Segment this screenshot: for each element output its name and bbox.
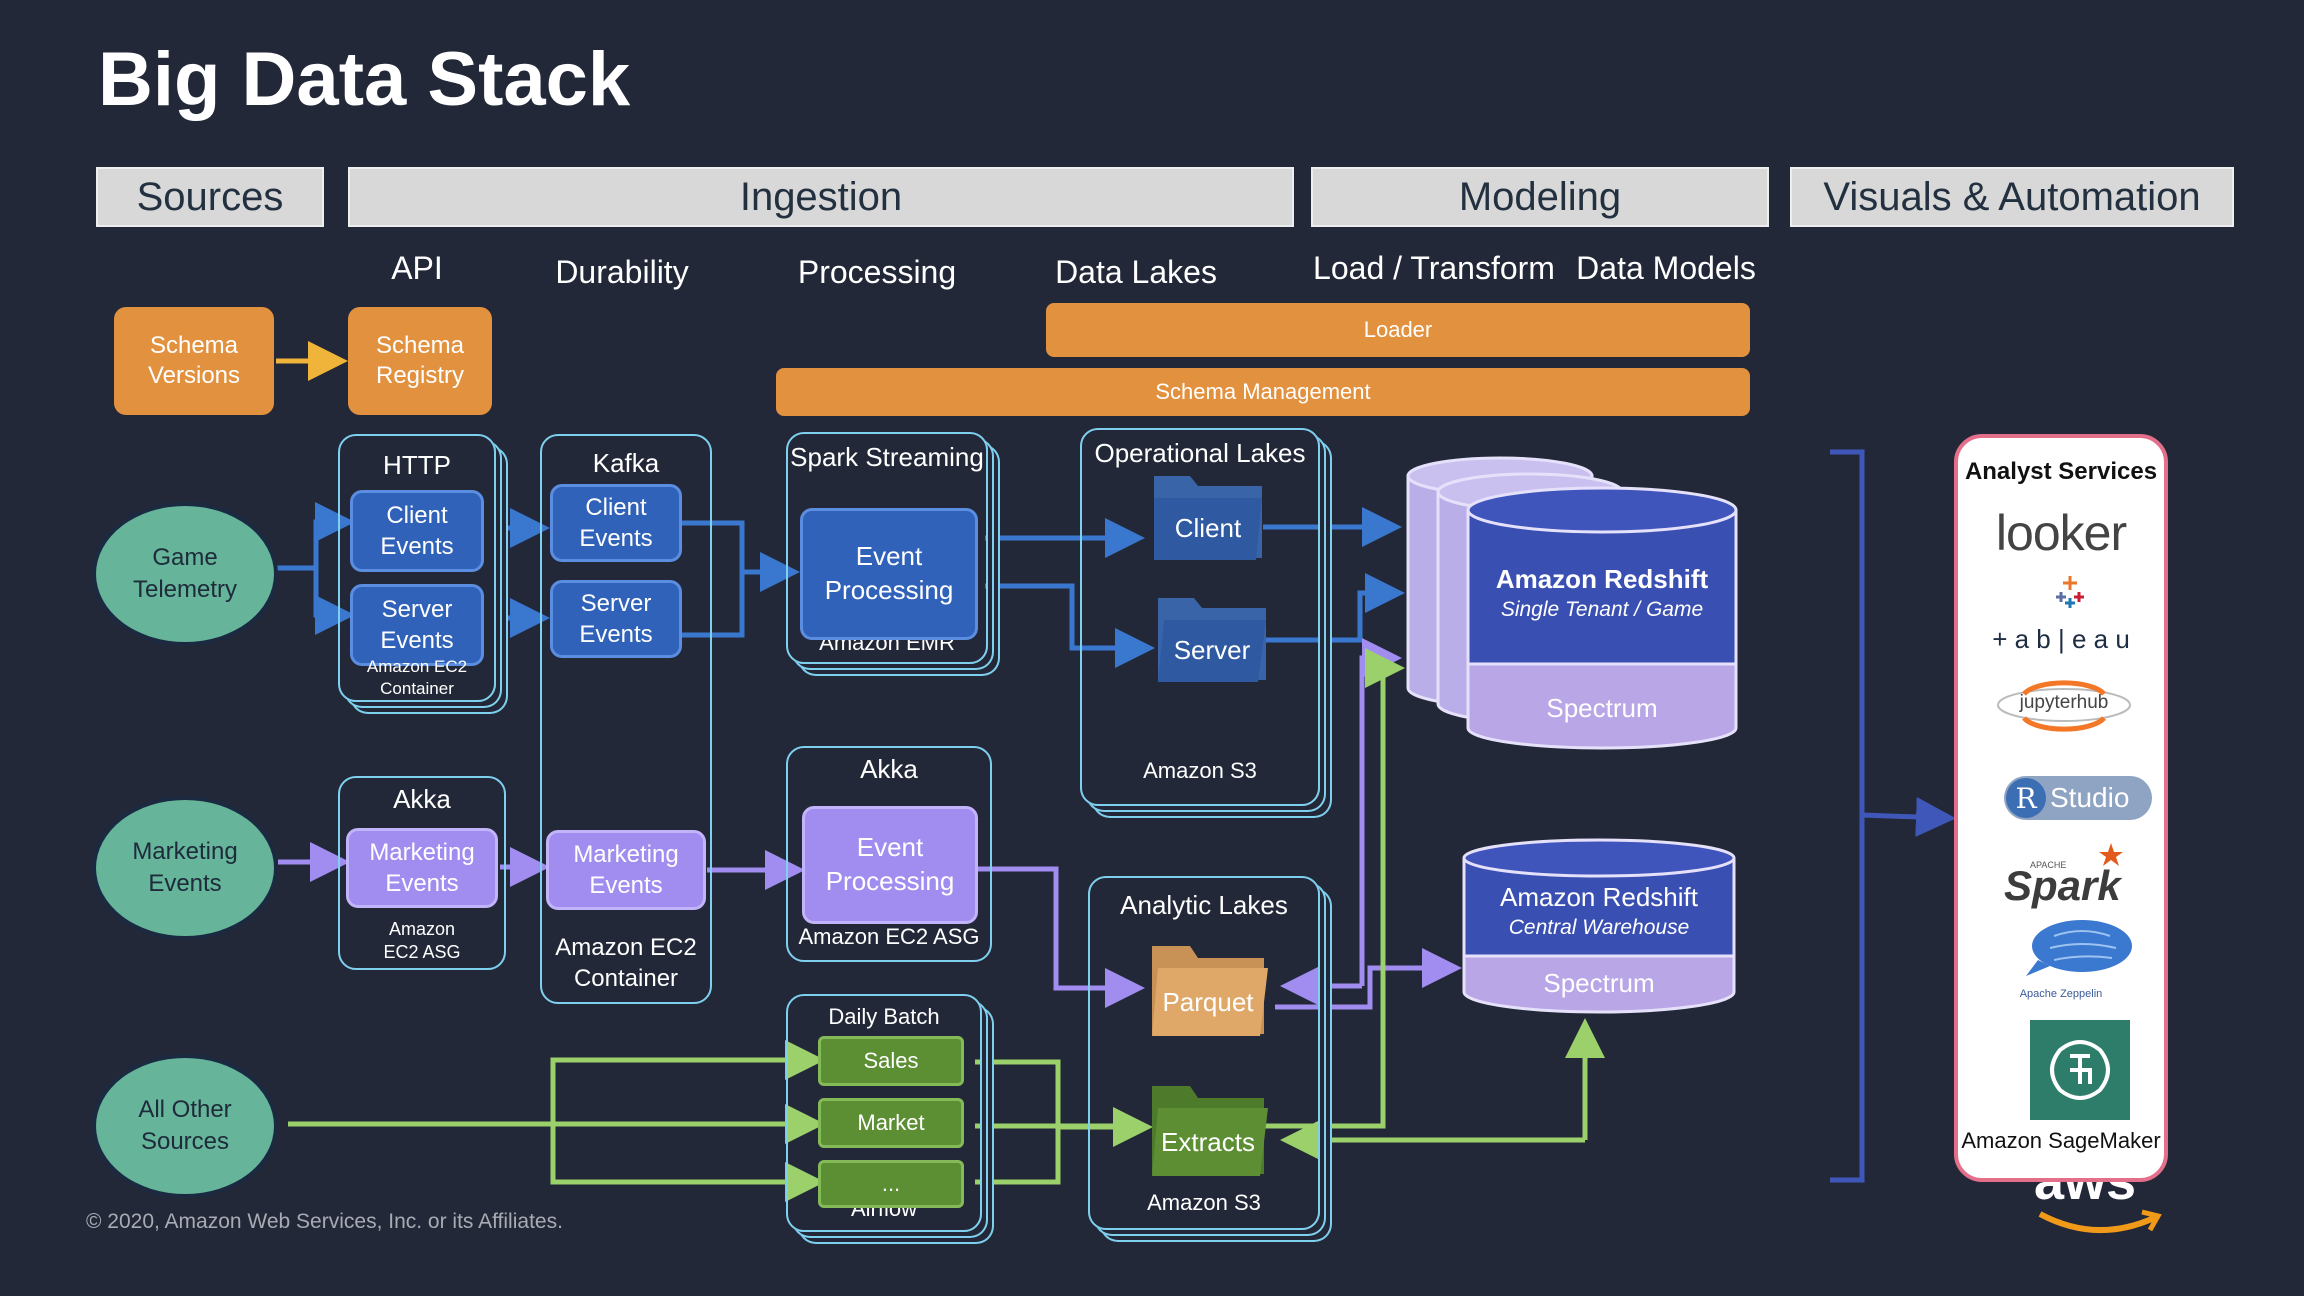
subheader-api: API — [391, 250, 443, 286]
header-ingestion: Ingestion — [348, 167, 1294, 227]
spark-to-server-wire — [985, 583, 1155, 668]
redshift-central-spectrum: Spectrum — [1543, 968, 1655, 998]
schema-management-bar: Schema Management — [776, 368, 1750, 416]
parquet-redshift-wire — [1359, 638, 1402, 986]
server-to-redshift-wire — [1266, 573, 1405, 643]
server-folder-icon: Server — [1154, 592, 1270, 686]
redshift-game-cylinder — [1406, 456, 1738, 750]
subheader-load-transform: Load / Transform — [1313, 250, 1555, 286]
http-container: HTTP — [338, 434, 496, 702]
akka-processing-footer: Amazon EC2 ASG — [798, 924, 980, 949]
parquet-folder-label: Parquet — [1162, 986, 1254, 1017]
redshift-central-title: Amazon Redshift — [1500, 882, 1698, 912]
game-to-http-wire — [275, 502, 355, 571]
redshift-game-title: Amazon Redshift — [1495, 564, 1709, 594]
redshift-game-subtitle: Single Tenant / Game — [1500, 598, 1704, 621]
client-folder-icon: Client — [1150, 470, 1262, 564]
sagemaker-icon — [2030, 1020, 2130, 1120]
operational-lakes-title: Operational Lakes — [1094, 438, 1306, 468]
kafka-marketing-events: Marketing Events — [546, 830, 706, 910]
akka-api-title: Akka — [393, 784, 451, 814]
extracts-folder-icon: Extracts — [1146, 1080, 1270, 1180]
daily-batch-title: Daily Batch — [828, 1004, 940, 1029]
analyst-services-title: Analyst Services — [1964, 458, 2158, 485]
header-sources: Sources — [96, 167, 324, 227]
client-folder-label: Client — [1174, 512, 1242, 543]
rstudio-r-icon: R — [2006, 778, 2046, 818]
akka-event-processing: Event Processing — [802, 806, 978, 924]
spark-event-processing: Event Processing — [800, 508, 978, 640]
sagemaker-label: Amazon SageMaker — [1961, 1128, 2161, 1153]
source-all-other: All Other Sources — [92, 1054, 278, 1198]
spark-star-icon — [2098, 842, 2124, 868]
subheader-durability: Durability — [555, 254, 689, 290]
spark-logo: Spark — [2004, 862, 2121, 909]
source-game-telemetry: Game Telemetry — [92, 502, 278, 646]
parquet-folder-icon: Parquet — [1146, 940, 1270, 1040]
redshift-game-spectrum: Spectrum — [1546, 693, 1658, 723]
jupyterhub-label: jupyterhub — [2019, 692, 2109, 713]
batch-ellipsis: ... — [818, 1160, 964, 1208]
subheader-data-lakes: Data Lakes — [1055, 254, 1217, 290]
kafka-container: Kafka Amazon EC2 Container — [540, 434, 712, 1004]
akka-api-container: Akka — [338, 776, 506, 970]
aws-smile-icon — [2038, 1209, 2162, 1233]
schema-registry-box: Schema Registry — [348, 307, 492, 415]
analytic-lakes-container: Analytic Lakes Amazon S3 — [1088, 876, 1320, 1230]
kafka-footer: Amazon EC2 Container — [555, 933, 697, 992]
models-bracket — [1830, 449, 1865, 1183]
zeppelin-icon — [2024, 916, 2136, 984]
loader-bar: Loader — [1046, 303, 1750, 357]
http-client-events: Client Events — [350, 490, 484, 572]
operational-lakes-footer: Amazon S3 — [1143, 758, 1257, 783]
zeppelin-label: Apache Zeppelin — [2019, 988, 2103, 1000]
tableau-icon — [2056, 574, 2084, 608]
kafka-client-events: Client Events — [550, 484, 682, 562]
subheader-data-models: Data Models — [1576, 250, 1756, 286]
analytic-lakes-title: Analytic Lakes — [1120, 890, 1288, 920]
http-footer: Amazon EC2 Container — [366, 657, 468, 699]
akka-marketing-events: Marketing Events — [346, 828, 498, 908]
jupyterhub-logo: jupyterhub — [1994, 674, 2134, 736]
http-server-events: Server Events — [350, 584, 484, 666]
page-title: Big Data Stack — [98, 37, 631, 122]
rstudio-label: Studio — [2050, 782, 2130, 813]
kafka-title: Kafka — [592, 448, 660, 478]
batch-sales: Sales — [818, 1036, 964, 1086]
kafka-server-events: Server Events — [550, 580, 682, 658]
batch-market: Market — [818, 1098, 964, 1148]
akka-processing-title: Akka — [860, 754, 918, 784]
kafka-to-spark-wire — [682, 520, 800, 592]
akka-to-parquet-wire — [978, 866, 1145, 1008]
subheader-processing: Processing — [797, 254, 957, 290]
looker-logo: looker — [1995, 505, 2127, 561]
source-marketing-events: Marketing Events — [92, 796, 278, 940]
analytic-lakes-footer: Amazon S3 — [1147, 1190, 1261, 1215]
spark-apache-label: APACHE — [2030, 860, 2067, 870]
tableau-logo: + a b | e a u — [1992, 624, 2130, 654]
extracts-redshift-wire — [1262, 648, 1405, 1129]
header-modeling: Modeling — [1311, 167, 1769, 227]
parquet-central-wire — [1275, 948, 1462, 1010]
redshift-central-cylinder — [1462, 838, 1736, 1014]
extracts-folder-label: Extracts — [1161, 1126, 1255, 1157]
akka-processing-container: Akka Amazon EC2 ASG — [786, 746, 992, 962]
http-title: HTTP — [383, 450, 451, 480]
spark-title: Spark Streaming — [790, 442, 984, 472]
server-folder-label: Server — [1173, 634, 1251, 665]
rstudio-logo: R Studio — [2004, 776, 2152, 820]
schema-versions-box: Schema Versions — [114, 307, 274, 415]
header-visuals: Visuals & Automation — [1790, 167, 2234, 227]
redshift-central-subtitle: Central Warehouse — [1508, 916, 1690, 939]
operational-lakes-container: Operational Lakes Amazon S3 — [1080, 428, 1320, 806]
akka-api-footer: Amazon EC2 ASG — [383, 919, 461, 963]
copyright: © 2020, Amazon Web Services, Inc. or its… — [86, 1210, 563, 1233]
